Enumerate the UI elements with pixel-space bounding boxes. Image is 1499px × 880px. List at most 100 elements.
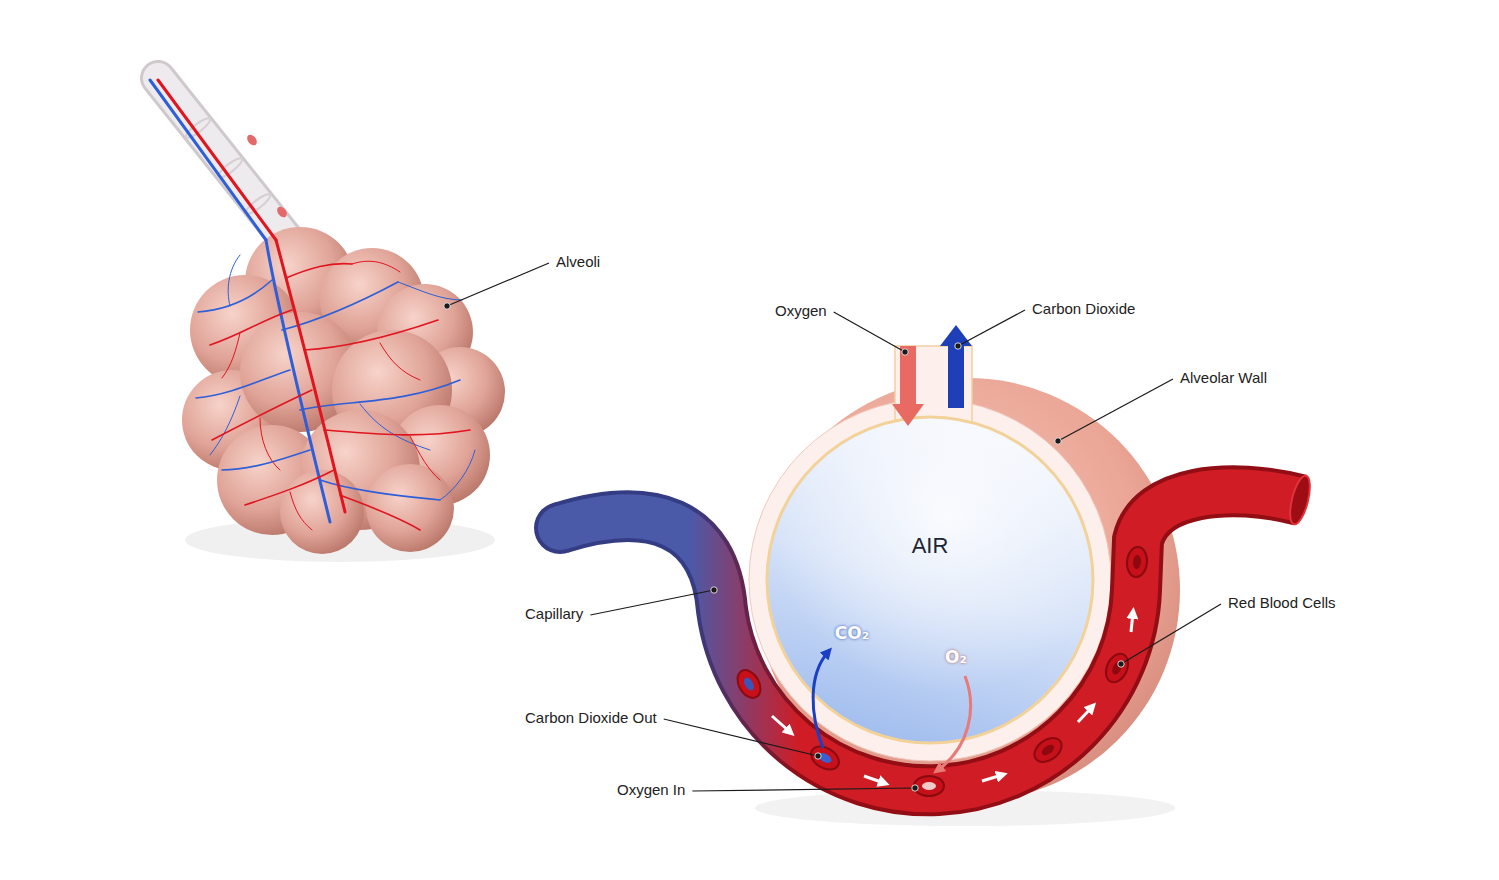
blood-vessels [286,264,352,278]
flow-arrows [772,613,1133,783]
gas-arrows [900,346,916,406]
red-blood-cells [1132,555,1141,570]
red-blood-cells [807,742,843,774]
part-label: Red Blood Cells [1228,594,1336,612]
blood-vessels [210,396,240,455]
blood-vessels [324,430,470,435]
blood-vessels [158,80,470,530]
exchange-arrows [813,652,970,770]
blood-vessels [276,240,345,512]
blood-vessels [440,450,475,500]
leader-line [1058,379,1173,441]
blood-vessels [222,333,240,378]
leader-dot [1118,661,1124,667]
red-blood-cells [733,666,765,702]
blood-vessels [410,436,440,480]
exchange-arrows [813,652,828,748]
red-blood-cells [733,666,765,702]
capillary [534,502,586,554]
alveolus-body [895,346,972,426]
capillary [1286,474,1314,526]
blood-vessels [222,450,310,470]
air-sphere [765,415,1095,745]
red-blood-cells [817,751,833,765]
blood-vessels [340,495,420,530]
alveoli-cluster [280,470,364,554]
red-blood-cells [1110,660,1123,676]
alveoli-cluster [245,133,259,147]
red-blood-cells [1030,733,1066,767]
red-blood-cells [742,676,756,692]
leader-dot [711,587,717,593]
red-blood-cells [1126,546,1149,578]
alveoli-cluster [275,205,289,219]
air-highlight [769,419,1091,741]
blood-vessels [304,320,438,350]
alveolus-air: AIR [765,415,1095,745]
blood-vessels [212,390,312,440]
gas-arrows [940,325,972,346]
air-sphere [767,417,1093,743]
alveoli-cluster [366,464,454,552]
part-label: Carbon Dioxide [1032,300,1135,318]
red-blood-cells [807,742,843,774]
blood-vessels [245,470,334,505]
red-blood-cells [1102,650,1133,686]
gas-arrows [948,344,964,408]
blood-vessels [150,80,475,530]
capillary [560,491,1300,790]
part-label: Carbon Dioxide Out [525,709,657,727]
leader-line [834,312,905,352]
red-blood-cells [1102,650,1133,686]
region-label: AIR [912,533,949,559]
blood-vessels [210,310,292,345]
part-label: Alveoli [556,253,600,271]
formula-label: CO₂ [835,623,869,643]
red-blood-cells [1030,733,1066,767]
alveolus-body [749,346,1180,826]
flow-arrows [1131,613,1133,632]
flow-arrows [1078,707,1092,722]
blood-vessels [150,80,475,522]
blood-vessels [260,418,280,470]
red-blood-cells [1126,546,1149,578]
blood-vessels [228,255,240,306]
leader-dot [444,303,450,309]
alveolus-body [749,399,1111,761]
leader-lines [444,263,1221,791]
leader-line [692,788,915,791]
leader-line [590,590,714,615]
part-label: Oxygen In [617,781,685,799]
leader-dot [902,349,908,355]
blood-vessels [150,80,266,240]
leader-line [664,719,818,756]
alveoli-cluster [158,78,292,246]
leader-line [447,263,549,306]
flow-arrows [864,776,884,783]
formula-label: O₂ [945,647,967,667]
blood-vessels [300,380,460,410]
red-blood-cells [733,546,1148,796]
gas-arrows [892,325,972,426]
part-label: Oxygen [775,302,827,320]
part-label: Capillary [525,605,583,623]
red-blood-cells [914,776,944,796]
leader-dot [1055,438,1061,444]
blood-vessels [380,343,420,380]
blood-vessels [158,80,276,240]
gas-arrows [892,404,924,426]
leader-dot [912,785,918,791]
blood-vessels [360,404,430,450]
leader-line [958,310,1025,346]
leader-line [1121,604,1221,664]
blood-vessels [198,280,272,312]
capillary [560,491,1300,790]
alveoli-cluster [158,78,505,562]
leader-dot [815,753,821,759]
exchange-arrows [938,676,971,770]
part-label: Alveolar Wall [1180,369,1267,387]
blood-vessels [398,282,462,300]
